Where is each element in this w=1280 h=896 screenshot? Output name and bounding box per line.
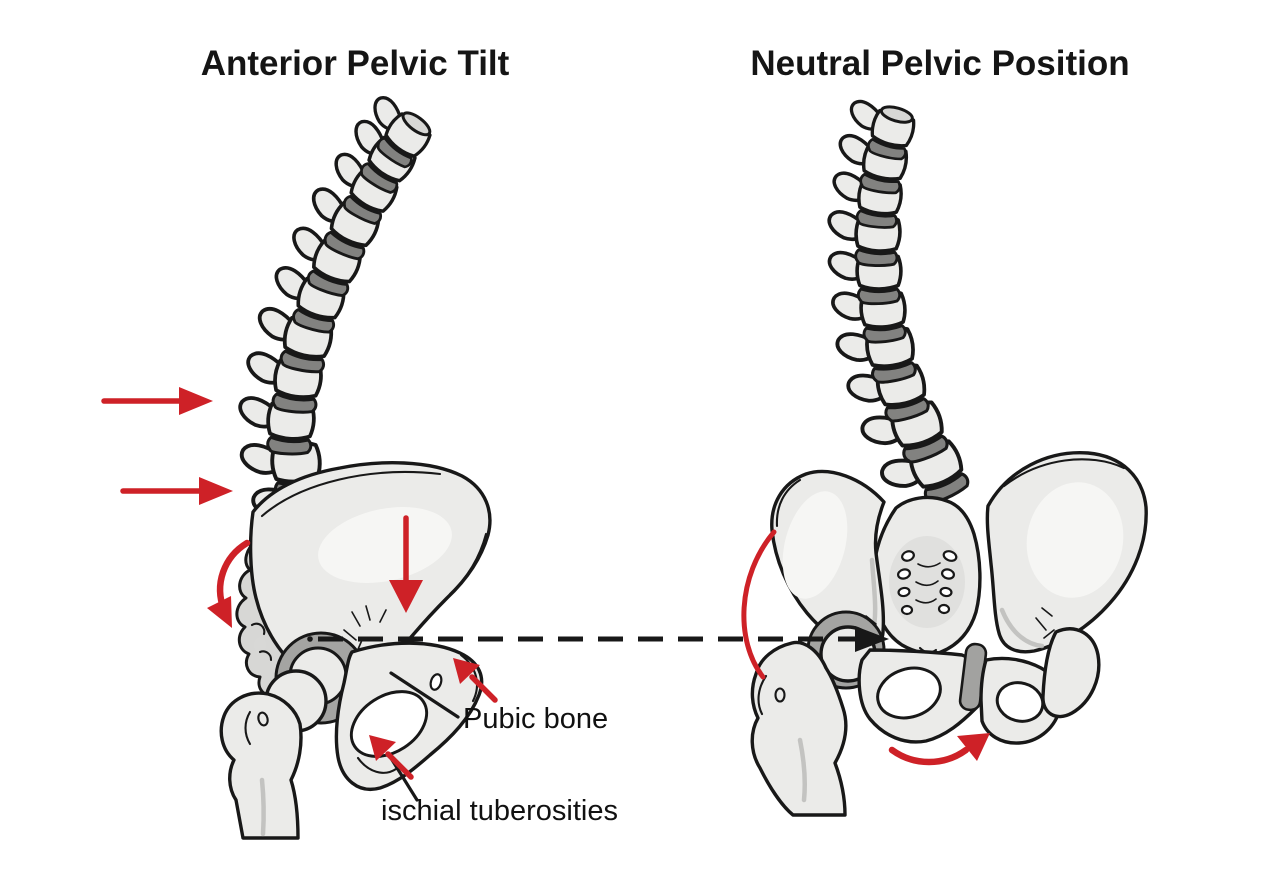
red-annotations-right [741,529,990,766]
downward-pressure-arrow-icon [389,515,423,613]
posterior-rotation-arrow-icon [888,733,990,766]
pubic-bone-arrow-icon [453,658,498,703]
spine-right [824,97,975,521]
pubic-bone-leader [389,671,460,719]
iliac-wing-far [985,451,1148,654]
spine-cut-end [401,111,432,137]
anterior-rotation-arrow-icon [207,539,251,628]
pubis-near [857,648,980,744]
ischial-tuberosity-far [1041,627,1101,719]
pubic-foramen [429,673,443,691]
ischial-tuberosities-label: ischial tuberosities [381,795,618,827]
neutral-position-title: Neutral Pelvic Position [750,44,1130,83]
neutral-alignment-arc-icon [741,529,777,680]
red-annotations-left [101,387,498,780]
sacrum-right [871,495,982,656]
pubic-bone-label: Pubic bone [463,703,609,735]
anterior-tilt-figure [219,92,492,840]
spine-left [235,92,436,549]
femur-left [219,669,328,840]
obturator-foramen [995,681,1045,723]
neutral-figure [750,97,1148,817]
obturator-foramen [876,666,942,720]
anterior-tilt-title: Anterior Pelvic Tilt [200,44,510,83]
force-arrow-upper-icon [101,387,213,415]
ischiopubic-left [334,641,484,791]
spine-cut-end [879,105,914,124]
axis-arrowhead [855,626,889,652]
pubis-far [979,656,1063,745]
hip-axis-dashed-line [307,626,889,652]
obturator-foramen [349,690,429,758]
ischial-tuberosity-arrow-icon [369,735,414,780]
force-arrow-lower-icon [120,477,233,505]
